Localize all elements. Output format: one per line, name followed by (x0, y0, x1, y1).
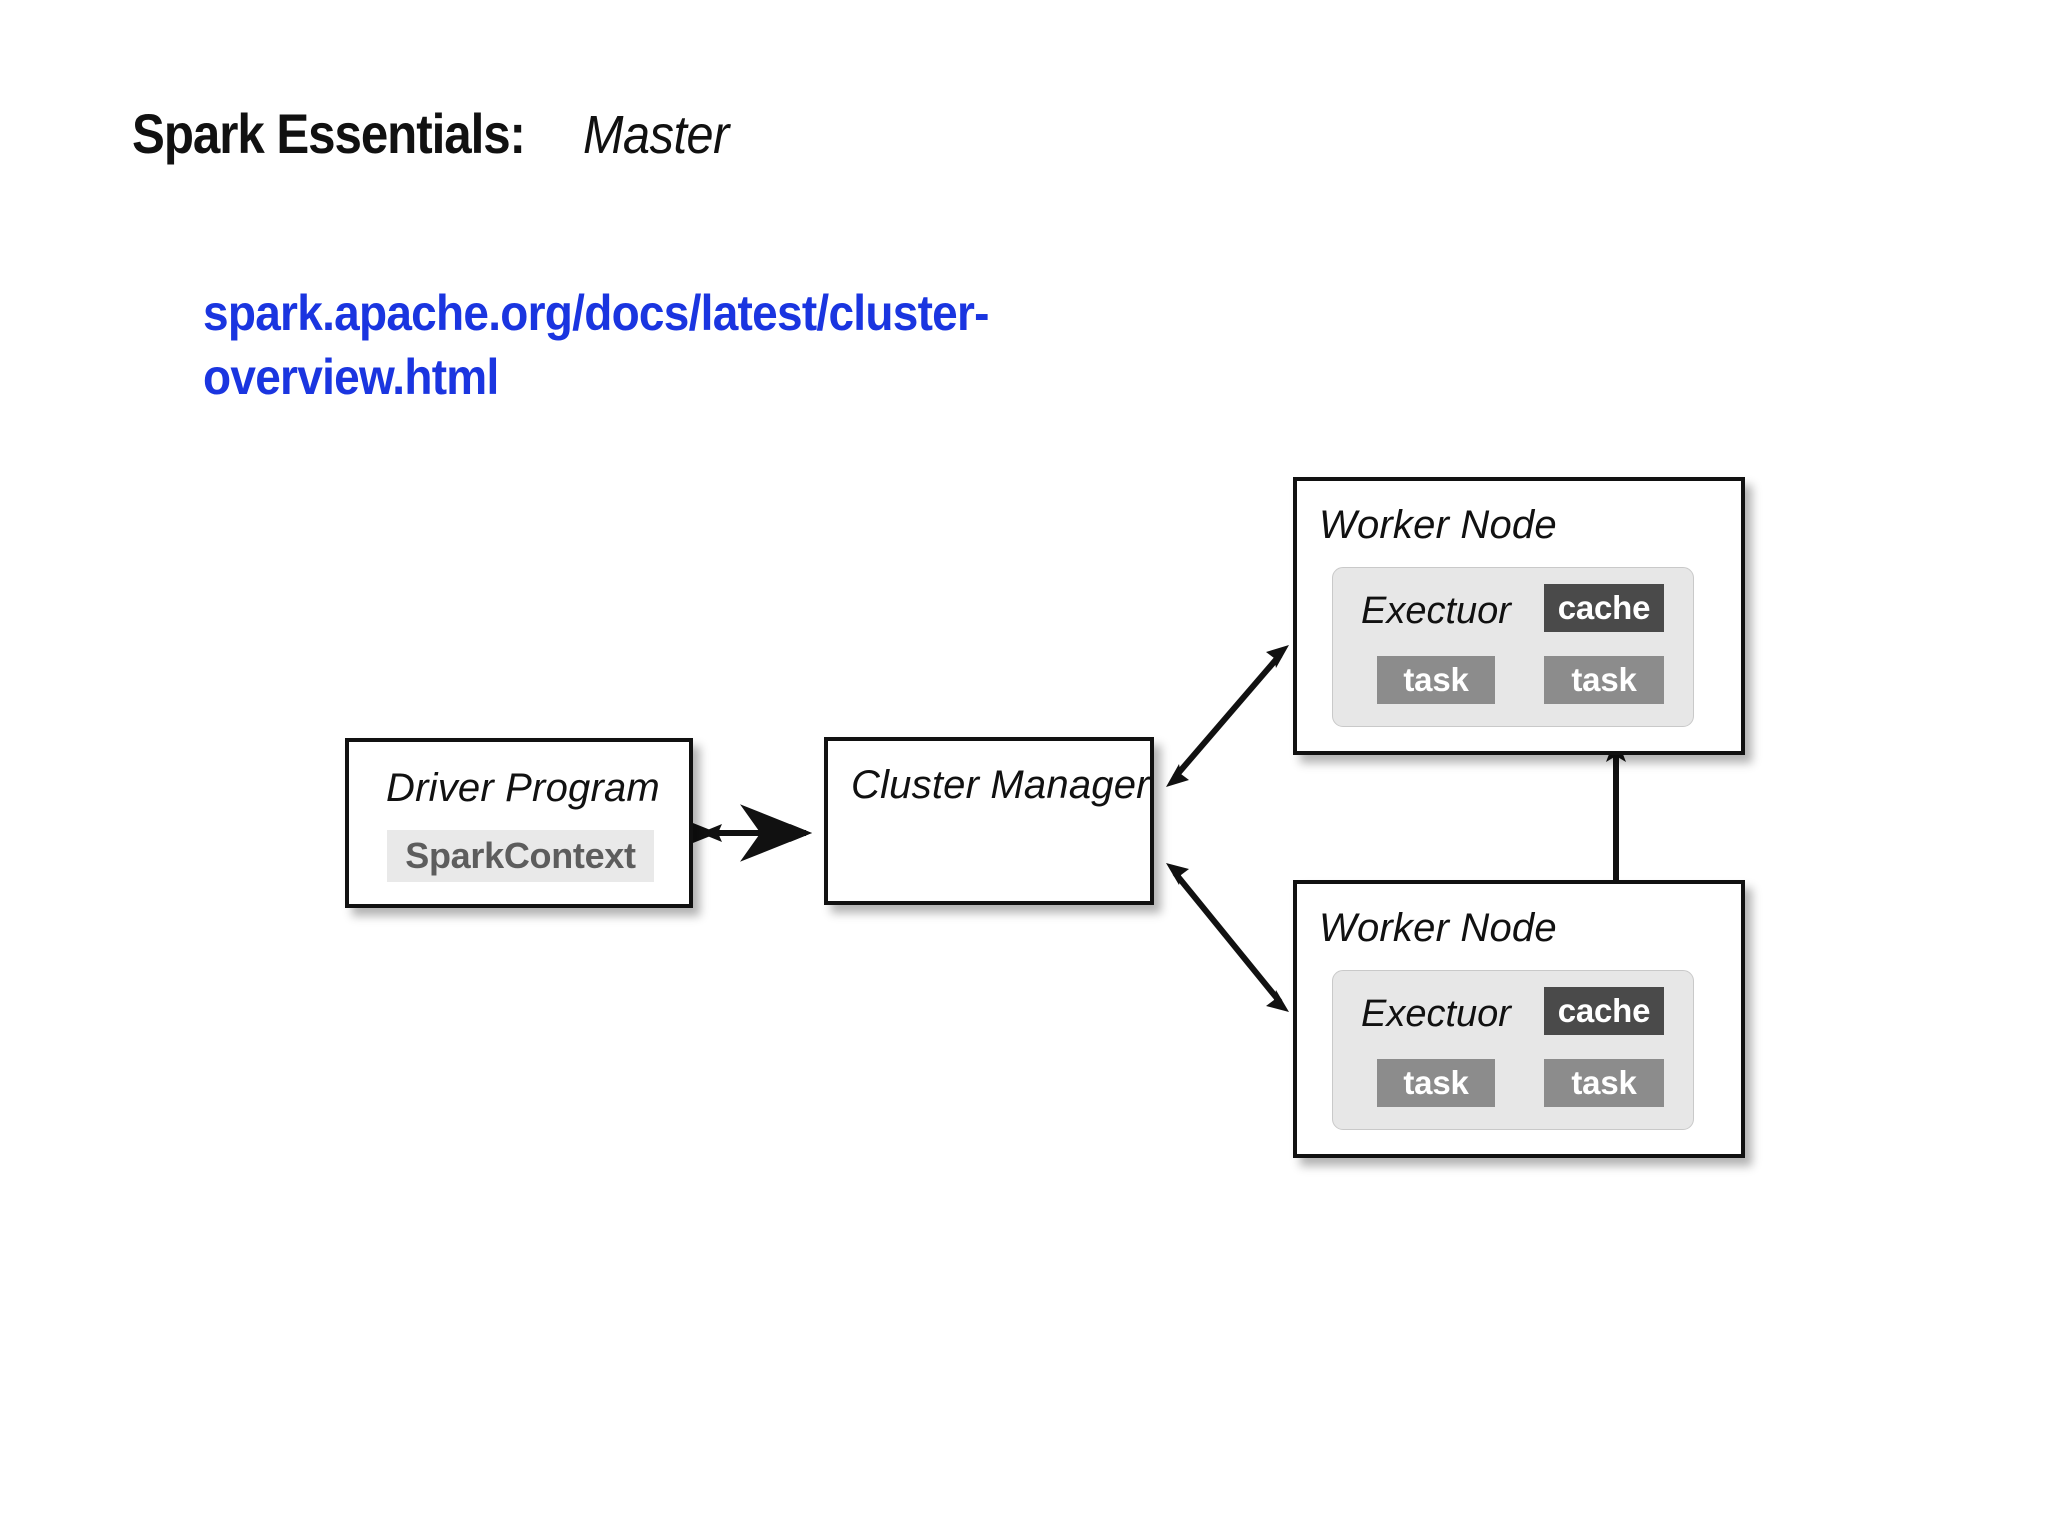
arrow-cluster-worker-top (1172, 653, 1283, 779)
executor-panel[interactable]: Exectuor cache task task (1332, 567, 1694, 727)
reference-url-line-1[interactable]: spark.apache.org/docs/latest/cluster- (203, 285, 989, 341)
executor-label: Exectuor (1361, 590, 1511, 632)
page-title: Spark Essentials: Master (132, 101, 745, 166)
executor-panel[interactable]: Exectuor cache task task (1332, 970, 1694, 1130)
arrow-driver-cluster-head-right (790, 824, 812, 842)
sparkcontext-label: SparkContext (405, 835, 636, 876)
reference-url-line-2[interactable]: overview.html (203, 349, 499, 405)
cluster-manager-box[interactable]: Cluster Manager (824, 737, 1154, 905)
reference-url[interactable]: spark.apache.org/docs/latest/cluster- ov… (203, 281, 1453, 409)
arrow-cluster-worker-bottom (1172, 871, 1283, 1004)
sparkcontext-chip[interactable]: SparkContext (387, 830, 654, 882)
worker-node-box-top[interactable]: Worker Node Exectuor cache task task (1293, 477, 1745, 755)
task-chip[interactable]: task (1377, 656, 1495, 704)
driver-program-label: Driver Program (386, 766, 660, 810)
arrow-cluster-worker-top-head-up (1266, 645, 1289, 668)
arrow-cluster-worker-top-head-down (1166, 764, 1189, 787)
cache-chip[interactable]: cache (1544, 987, 1664, 1035)
executor-label: Exectuor (1361, 993, 1511, 1035)
cache-chip[interactable]: cache (1544, 584, 1664, 632)
task-chip[interactable]: task (1377, 1059, 1495, 1107)
arrow-cluster-worker-bottom-head-up (1166, 863, 1189, 885)
arrow-driver-cluster-head-left (700, 824, 722, 842)
driver-program-box[interactable]: Driver Program SparkContext (345, 738, 693, 908)
worker-node-label: Worker Node (1319, 906, 1557, 950)
page-title-primary: Spark Essentials: (132, 102, 526, 165)
task-chip[interactable]: task (1544, 656, 1664, 704)
cluster-manager-label: Cluster Manager (851, 763, 1150, 807)
worker-node-box-bottom[interactable]: Worker Node Exectuor cache task task (1293, 880, 1745, 1158)
arrow-cluster-worker-bottom-head-down (1266, 990, 1289, 1012)
worker-node-label: Worker Node (1319, 503, 1557, 547)
task-chip[interactable]: task (1544, 1059, 1664, 1107)
page-title-secondary: Master (582, 105, 729, 165)
